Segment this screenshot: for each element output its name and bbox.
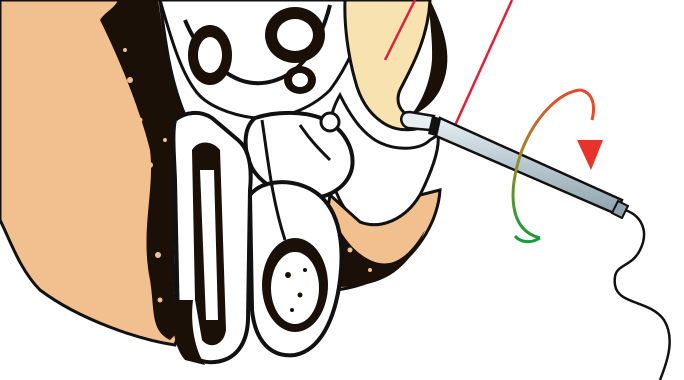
rotation-arrowhead — [577, 140, 603, 170]
ultrasound-probe-icon — [428, 116, 628, 218]
probe-tip — [401, 112, 434, 130]
urethra-node — [321, 113, 339, 131]
probe-cable — [615, 210, 670, 380]
guide-line-2 — [452, 0, 512, 132]
